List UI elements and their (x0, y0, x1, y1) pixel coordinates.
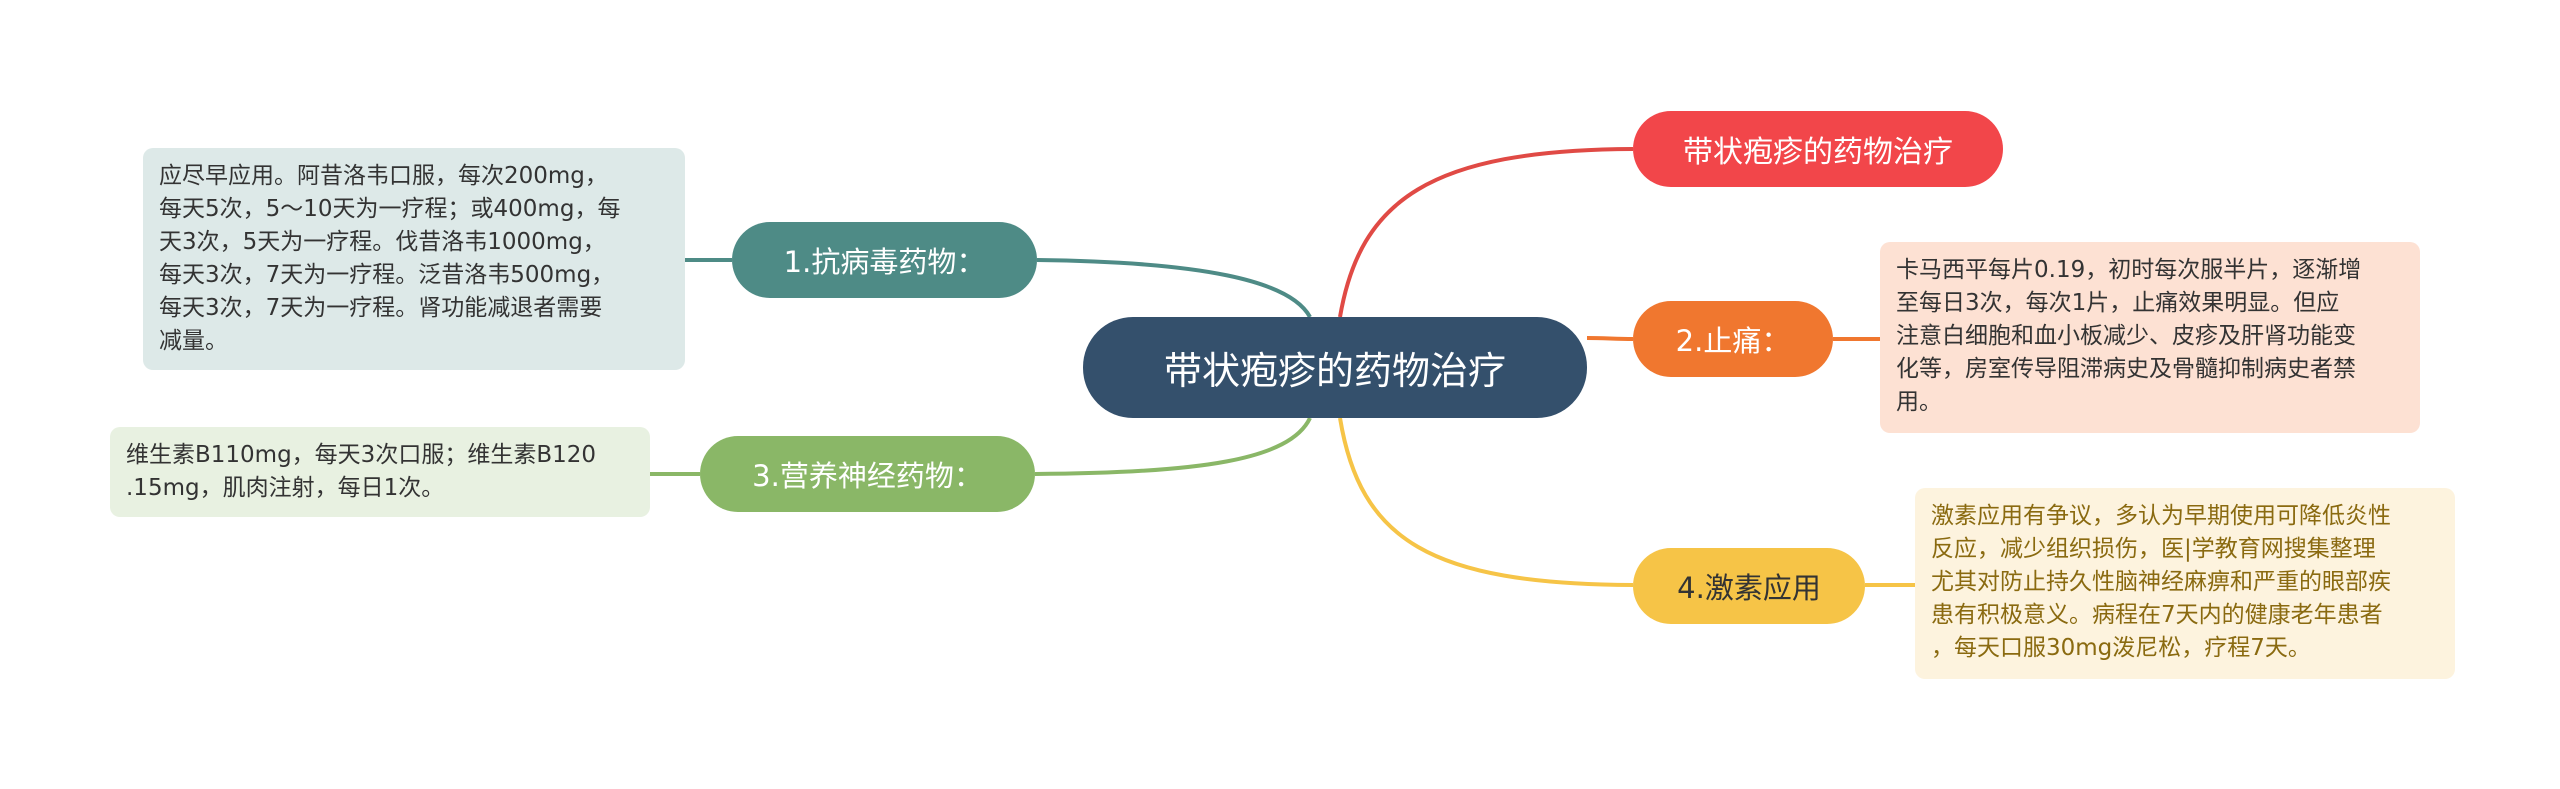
branch-nutrition[interactable]: 3.营养神经药物： (700, 436, 1035, 512)
link-root-top (1338, 147, 1634, 318)
link-root-pain (1586, 336, 1634, 341)
note-nutrition: 维生素B110mg，每天3次口服；维生素B120 .15mg，肌肉注射，每日1次… (110, 427, 650, 517)
topic-title-node[interactable]: 带状疱疹的药物治疗 (1633, 111, 2003, 187)
note-hormone: 激素应用有争议，多认为早期使用可降低炎性 反应，减少组织损伤，医|学教育网搜集整… (1915, 488, 2455, 679)
branch-hormone[interactable]: 4.激素应用 (1633, 548, 1865, 624)
link-root-antiviral (1036, 258, 1312, 318)
link-root-nutrition (1034, 417, 1312, 476)
note-pain: 卡马西平每片0.19，初时每次服半片，逐渐增 至每日3次，每次1片，止痛效果明显… (1880, 242, 2420, 433)
note-antiviral: 应尽早应用。阿昔洛韦口服，每次200mg， 每天5次，5～10天为一疗程；或40… (143, 148, 685, 370)
branch-antiviral[interactable]: 1.抗病毒药物： (732, 222, 1037, 298)
branch-pain[interactable]: 2.止痛： (1633, 301, 1833, 377)
root-topic[interactable]: 带状疱疹的药物治疗 (1083, 317, 1587, 418)
link-root-hormone (1338, 417, 1634, 587)
